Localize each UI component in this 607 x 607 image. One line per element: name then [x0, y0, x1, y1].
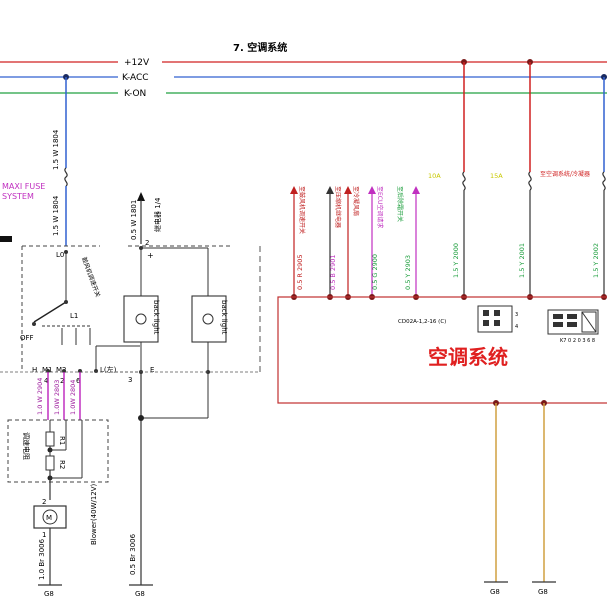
arrow-label-4: 至ECU空调请求 — [376, 186, 384, 228]
switch-pos-l: L(左) — [100, 365, 117, 374]
svg-text:4: 4 — [515, 324, 518, 330]
wire-label-motor-gnd: 1.0 Br 3006 — [38, 538, 46, 580]
wire-label-r6: 1.5 Y 2001 — [518, 243, 526, 278]
fuse-tag-1: 10A — [428, 172, 441, 180]
switch-off: OFF — [20, 334, 34, 342]
switch-pos-m2: M2 — [56, 366, 67, 374]
wire-label-r4: 0.5 Y 2903 — [404, 255, 412, 290]
wire-label-rail-fuse: 1.5 W 1804 — [52, 129, 60, 170]
wire-label-relay-gnd: 0.5 Br 3006 — [129, 533, 137, 575]
relay-pin-e: E — [150, 366, 154, 374]
arrow-label-3: 至冷凝风扇 — [352, 186, 360, 216]
motor-pin-1: 1 — [42, 531, 46, 539]
ground-3: G8 — [490, 588, 500, 596]
switch-hint: 鼓风机调速开关 — [80, 256, 102, 298]
switch-pin-6: 6 — [76, 377, 81, 385]
connector-1: CD02A-1,2-16 (C) 3 4 — [398, 305, 518, 333]
arrow-label-1: 至鼓风机调速开关 — [298, 186, 306, 234]
wire-label-relay-out: 继电器 1/4 — [153, 197, 162, 232]
svg-text:K7 0 2 0 3 6 8: K7 0 2 0 3 6 8 — [560, 338, 595, 344]
ac-system-title: 空调系统 — [428, 345, 508, 369]
switch-pin-4: 4 — [44, 377, 49, 385]
fuse-tag-2: 15A — [490, 172, 503, 180]
switch-pos-h: H — [32, 366, 37, 374]
motor-label: Blower(40W/12V) — [90, 483, 98, 545]
wire-label-fuse-switch: 1.5 W 1804 — [52, 195, 60, 236]
connector-2: K7 0 2 0 3 6 8 — [547, 309, 599, 344]
svg-text:CD02A-1,2-16 (C): CD02A-1,2-16 (C) — [398, 319, 446, 325]
switch-term-l1: L1 — [70, 312, 78, 320]
fuse-label-2: SYSTEM — [2, 192, 34, 201]
arrow-label-5: 至后除霜开关 — [396, 186, 404, 222]
rail-12v-label: +12V — [124, 58, 150, 68]
wire-label-r7: 1.5 Y 2002 — [592, 243, 600, 278]
wire-label-h: 1.0 W 2904 — [36, 378, 44, 415]
switch-term-lo: L0 — [56, 251, 64, 259]
signal-arrows — [290, 186, 420, 297]
fuse-tag-3: 至空调系统/冷凝器 — [540, 170, 590, 178]
ground-1: G8 — [44, 590, 54, 598]
resistor-box-label: 调速电阻 — [22, 432, 31, 460]
switch-blade[interactable] — [33, 301, 67, 323]
relay-box-2-label: back light — [220, 300, 228, 335]
resistor-box — [7, 419, 109, 483]
resistor-r1: R1 — [58, 436, 66, 445]
wire-label-m2: 1.0W 2804 — [69, 380, 77, 415]
motor-pin-2: 2 — [42, 498, 46, 506]
rail-kacc-label: K-ACC — [122, 73, 149, 83]
relay-pin-plus: + — [147, 251, 154, 260]
ground-4: G8 — [538, 588, 548, 596]
motor-icon — [42, 509, 58, 525]
wire-label-relay-in: 0.5 W 1801 — [130, 200, 138, 240]
relay-box-2 — [191, 295, 227, 343]
wire-label-r3: 0.5 G 2900 — [371, 254, 379, 290]
fuse-label-1: MAXI FUSE — [2, 182, 45, 191]
svg-text:3: 3 — [515, 312, 518, 318]
fuse-symbol — [64, 167, 68, 187]
wire-label-m1: 1.0W 2803 — [53, 380, 61, 415]
wire-label-r2: 0.5 B 2901 — [329, 255, 337, 290]
page-title: 7. 空调系统 — [233, 41, 287, 54]
wire-label-r5: 1.5 Y 2000 — [452, 243, 460, 278]
resistor-r2: R2 — [58, 460, 66, 469]
svg-text:M: M — [46, 514, 52, 522]
relay-box-1 — [123, 295, 159, 343]
relay-pin-3: 3 — [128, 376, 132, 384]
relay-box-1-label: back light — [152, 300, 160, 335]
switch-pin-2: 2 — [60, 377, 64, 385]
arrow-label-2: 至压缩机继电器 — [334, 186, 342, 228]
ac-system-box — [277, 296, 607, 404]
wire-label-r1: 0.5 R 2905 — [296, 254, 304, 290]
rail-kon-label: K-ON — [124, 89, 146, 99]
relay-pin-2: 2 — [145, 239, 149, 247]
ground-2: G8 — [135, 590, 145, 598]
